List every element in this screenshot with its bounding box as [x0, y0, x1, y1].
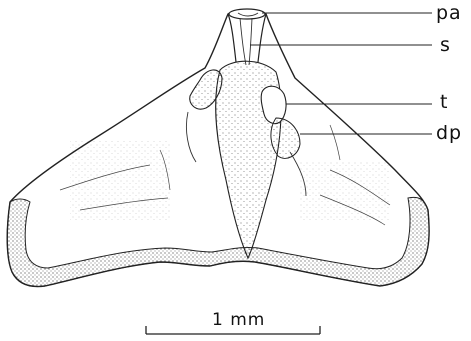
label-s: s: [440, 36, 451, 55]
pedicle-opening: [229, 9, 265, 19]
label-pa: pa: [436, 4, 462, 23]
shell-stipple-right: [300, 160, 390, 220]
label-dp: dp: [436, 124, 462, 143]
label-t: t: [440, 93, 448, 112]
scale-bar-label: 1 mm: [212, 312, 265, 329]
shell-stipple-left: [70, 140, 170, 220]
